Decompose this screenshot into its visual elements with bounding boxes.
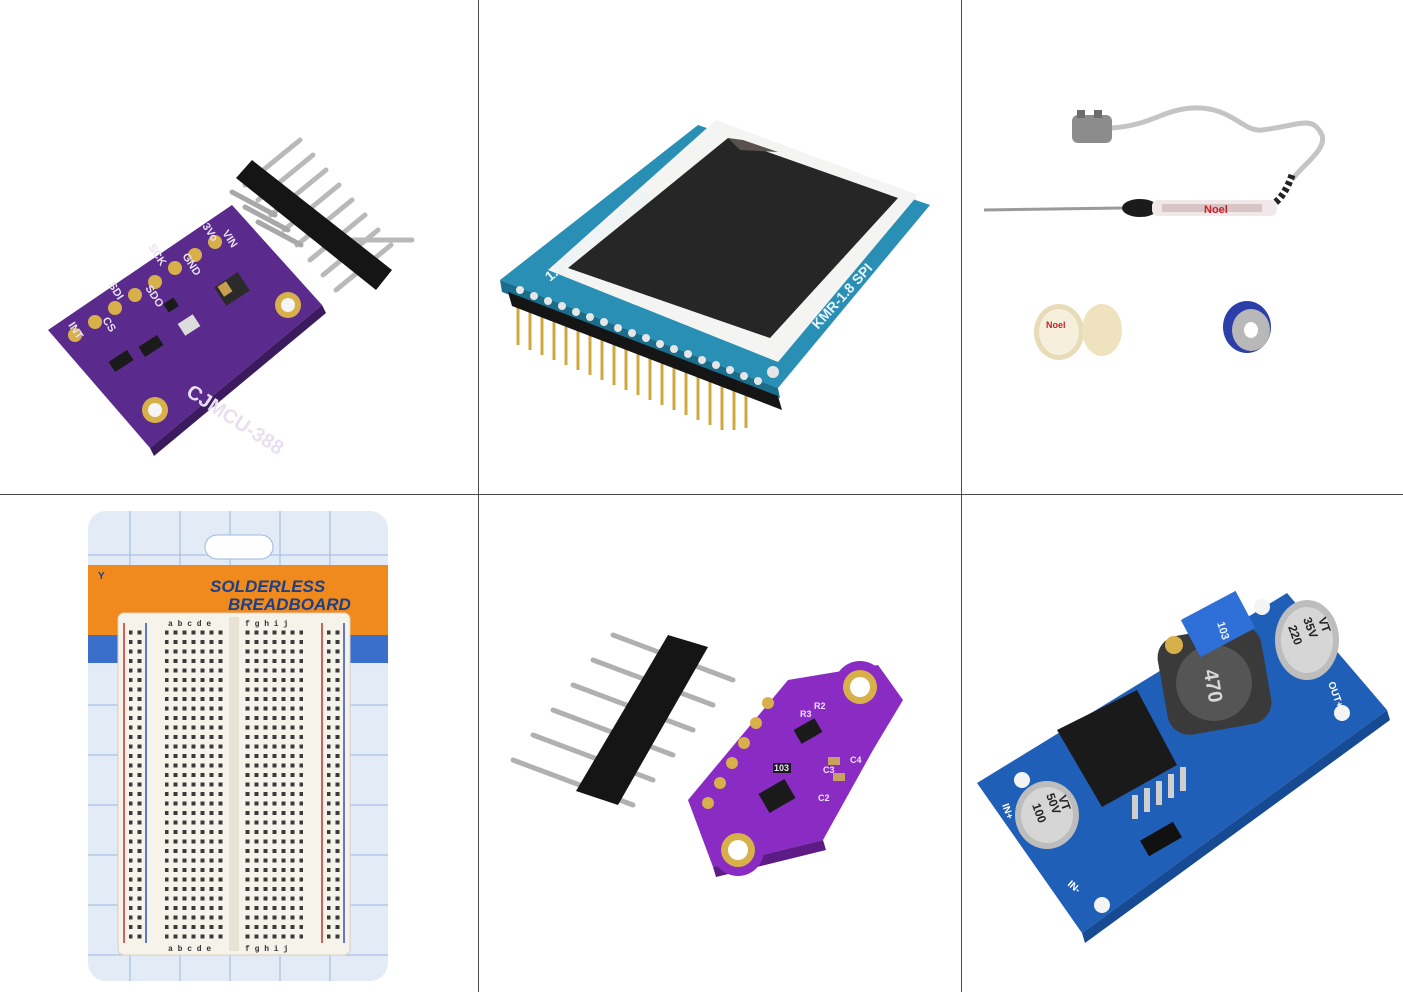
cap2-label-2: 35V: [1300, 615, 1320, 640]
breadboard-title-line2: BREADBOARD: [228, 595, 351, 614]
product-tof-sensor: R3 R2 C3 C2 C4 103: [478, 495, 962, 992]
sensor-model-label: CJMCU-388: [182, 381, 287, 460]
cap2-label-1: 220: [1285, 623, 1305, 647]
breadboard-cols-right-top: f g h i j: [245, 620, 288, 629]
product-bmp388-sensor: CJMCU-388 VIN 3Vo GND SCK SDO SDI CS INT: [0, 0, 478, 495]
grid-divider-middle: [0, 494, 1403, 495]
tof-label-103: 103: [774, 763, 789, 773]
cap1-label-2: 50V: [1043, 791, 1063, 816]
cap1-label-3: VT: [1055, 793, 1074, 813]
soldering-iron-kit-icon: Noel Noel: [983, 105, 1326, 360]
pot-label: 103: [1214, 620, 1231, 641]
solderless-breadboard-icon: Y SOLDERLESS BREADBOARD: [88, 511, 388, 981]
breadboard-cols-right-bottom: f g h i j: [245, 945, 288, 954]
breadboard-corner-mark: Y: [98, 571, 105, 582]
cap2-label-3: VT: [1315, 615, 1334, 635]
lm2596-buck-converter-icon: 470 103 100 50V VT 220 35V VT IN+ IN- OU…: [977, 590, 1390, 943]
tof-label-r3: R3: [800, 709, 812, 719]
breadboard-title-line1: SOLDERLESS: [210, 577, 326, 596]
product-soldering-kit: Noel Noel: [962, 0, 1403, 495]
flux-brand-label: Noel: [1046, 320, 1066, 330]
grid-divider-left: [478, 0, 479, 992]
soldering-iron-icon: [983, 206, 1123, 212]
cap1-label-1: 100: [1029, 801, 1049, 825]
product-buck-converter: 470 103 100 50V VT 220 35V VT IN+ IN- OU…: [962, 495, 1403, 992]
terminal-in-plus-label: IN+: [999, 802, 1015, 821]
grid-divider-right: [961, 0, 962, 992]
vl53l0x-tof-sensor-icon: R3 R2 C3 C2 C4 103: [510, 632, 903, 877]
product-breadboard: Y SOLDERLESS BREADBOARD: [0, 495, 478, 992]
breadboard-cols-left-bottom: a b c d e: [168, 945, 211, 954]
tof-label-r2: R2: [814, 701, 826, 711]
breadboard-cols-left-top: a b c d e: [168, 620, 211, 629]
bmp388-sensor-board-icon: CJMCU-388 VIN 3Vo GND SCK SDO SDI CS INT: [48, 137, 415, 460]
product-tft-display: 1.8 SPI TFT 128*160 KMR-1.8 SPI: [478, 0, 962, 495]
iron-brand-label: Noel: [1204, 204, 1228, 216]
tof-label-c2: C2: [818, 793, 830, 803]
tft-spi-display-module-icon: 1.8 SPI TFT 128*160 KMR-1.8 SPI: [500, 120, 930, 430]
tof-label-c3: C3: [823, 765, 835, 775]
plug-icon: [1072, 115, 1112, 143]
tof-label-c4: C4: [850, 755, 862, 765]
